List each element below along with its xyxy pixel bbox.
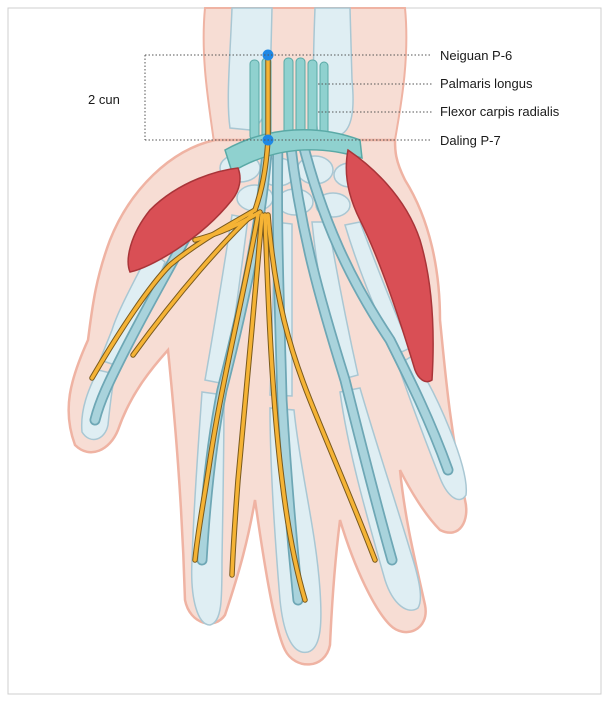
- leader-lines: [144, 54, 432, 141]
- median-nerve: [89, 52, 378, 603]
- palmaris-longus-label: Palmaris longus: [440, 76, 533, 91]
- thenar-muscle: [127, 167, 241, 273]
- neiguan-label: Neiguan P-6: [440, 48, 513, 63]
- wrist-tendons: [249, 57, 329, 141]
- flexor-carpi-radialis-label: Flexor carpis radialis: [440, 104, 560, 119]
- distance-label: 2 cun: [88, 92, 120, 107]
- daling-label: Daling P-7: [440, 133, 501, 148]
- hypothenar-muscle: [345, 148, 434, 383]
